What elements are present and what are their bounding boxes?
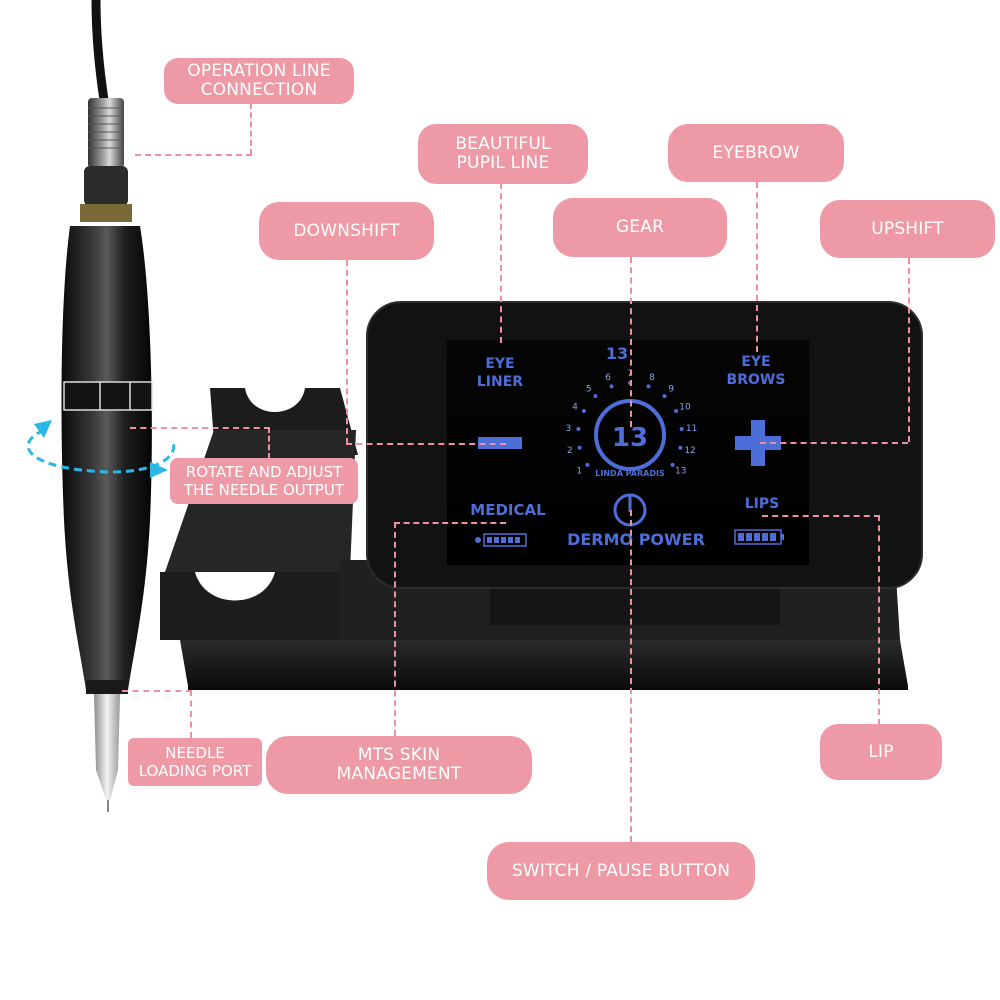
needle-cartridge — [94, 694, 120, 800]
callout-operation-line-text-2: CONNECTION — [200, 80, 318, 100]
gear-scale-number: 10 — [679, 402, 691, 412]
leader-gear — [630, 257, 632, 427]
callout-upshift: UPSHIFT — [820, 200, 995, 258]
gear-scale-dot — [674, 408, 679, 413]
screen-lips: LIPS — [745, 496, 779, 512]
leader-eyebrow — [756, 182, 758, 352]
leader-rotate-v — [268, 427, 270, 459]
leader-operation-line-v — [250, 103, 252, 155]
gear-scale-dot — [646, 384, 651, 389]
display-panel — [447, 340, 809, 565]
leader-lip-v — [878, 515, 880, 725]
screen-eye-brows-line2: BROWS — [727, 372, 786, 388]
callout-rotate-adjust: ROTATE AND ADJUST THE NEEDLE OUTPUT — [170, 458, 358, 504]
leader-pupil-line — [500, 183, 502, 343]
gear-scale-number: 11 — [686, 424, 697, 434]
medical-level-icon — [475, 533, 527, 547]
callout-needle-text-1: NEEDLE — [165, 744, 225, 762]
device-base — [180, 640, 908, 686]
pen-body — [61, 226, 152, 690]
gear-scale-dot — [678, 445, 683, 450]
callout-switch-pause-button: SWITCH / PAUSE BUTTON — [487, 842, 755, 900]
gear-scale-dot — [679, 426, 684, 431]
leader-rotate-h — [130, 427, 270, 429]
rotate-arrow-icon — [26, 428, 176, 474]
gear-scale-dot — [581, 408, 586, 413]
callout-gear: GEAR — [553, 198, 727, 257]
leader-mts-v — [394, 522, 396, 736]
leader-lip-h — [762, 515, 880, 517]
leader-upshift-h — [760, 442, 908, 444]
callout-eyebrow-text: EYEBROW — [712, 142, 800, 163]
screen-eye-liner-line1: EYE — [485, 356, 514, 372]
callout-rotate-text-2: THE NEEDLE OUTPUT — [183, 481, 345, 499]
callout-mts-text-2: MANAGEMENT — [336, 764, 462, 784]
pen-ring — [63, 381, 153, 411]
screen-eye-brows-line1: EYE — [741, 354, 770, 370]
gear-scale-dot — [609, 384, 614, 389]
gear-scale-dot — [670, 462, 675, 467]
callout-switch-text: SWITCH / PAUSE BUTTON — [511, 860, 731, 881]
callout-needle-loading-port: NEEDLE LOADING PORT — [128, 738, 262, 786]
leader-mts-h — [394, 522, 506, 524]
callout-gear-text: GEAR — [615, 217, 665, 237]
leader-downshift-h — [346, 443, 506, 445]
callout-eyebrow: EYEBROW — [668, 124, 844, 182]
callout-mts-text-1: MTS SKIN — [357, 745, 441, 765]
callout-downshift-text: DOWNSHIFT — [293, 220, 400, 241]
callout-rotate-text-1: ROTATE AND ADJUST — [185, 463, 343, 481]
power-cable — [91, 0, 109, 101]
leader-needle-h — [122, 690, 192, 692]
leader-upshift-v — [908, 258, 910, 442]
callout-operation-line-text-1: OPERATION LINE — [187, 61, 331, 81]
lips-level-icon — [734, 529, 784, 545]
callout-downshift: DOWNSHIFT — [259, 202, 434, 260]
gear-scale-dot — [662, 394, 667, 399]
screen-gear-top: 13 — [606, 344, 628, 363]
screen-linda-paradis: LINDA PARADIS — [595, 469, 665, 478]
callout-lip: LIP — [820, 724, 942, 780]
gear-scale-number: 4 — [572, 402, 578, 412]
gear-scale-dot — [585, 462, 590, 467]
gear-scale-number: 12 — [684, 446, 695, 456]
leader-switch — [630, 510, 632, 842]
callout-needle-text-2: LOADING PORT — [138, 762, 252, 780]
gear-scale-number: 13 — [675, 467, 686, 477]
screen-dermo-power: DERMO POWER — [567, 530, 705, 549]
gear-scale-dot — [576, 426, 581, 431]
leader-downshift-v — [346, 260, 348, 444]
gear-scale-dot — [577, 445, 582, 450]
gear-scale-dot — [593, 394, 598, 399]
screen-medical: MEDICAL — [470, 501, 546, 519]
gear-scale-number: 8 — [649, 373, 655, 383]
gear-scale-number: 1 — [576, 467, 582, 477]
callout-pupil-text-2: PUPIL LINE — [456, 153, 550, 173]
callout-pupil-text-1: BEAUTIFUL — [455, 134, 551, 154]
leader-operation-line-h — [135, 154, 252, 156]
callout-upshift-text: UPSHIFT — [871, 218, 944, 239]
gear-scale-number: 5 — [586, 385, 592, 395]
gear-scale-number: 9 — [668, 385, 674, 395]
screen-gear-value: 13 — [612, 423, 648, 453]
callout-lip-text: LIP — [868, 741, 894, 762]
callout-beautiful-pupil-line: BEAUTIFUL PUPIL LINE — [418, 124, 588, 184]
leader-needle-v — [190, 690, 192, 738]
callout-mts-skin-management: MTS SKIN MANAGEMENT — [266, 736, 532, 794]
screen-eye-liner-line2: LINER — [477, 374, 523, 390]
gear-scale-number: 6 — [605, 373, 611, 383]
gear-scale-number: 3 — [566, 424, 572, 434]
gear-scale-number: 2 — [567, 446, 573, 456]
callout-operation-line-connection: OPERATION LINE CONNECTION — [164, 58, 354, 104]
